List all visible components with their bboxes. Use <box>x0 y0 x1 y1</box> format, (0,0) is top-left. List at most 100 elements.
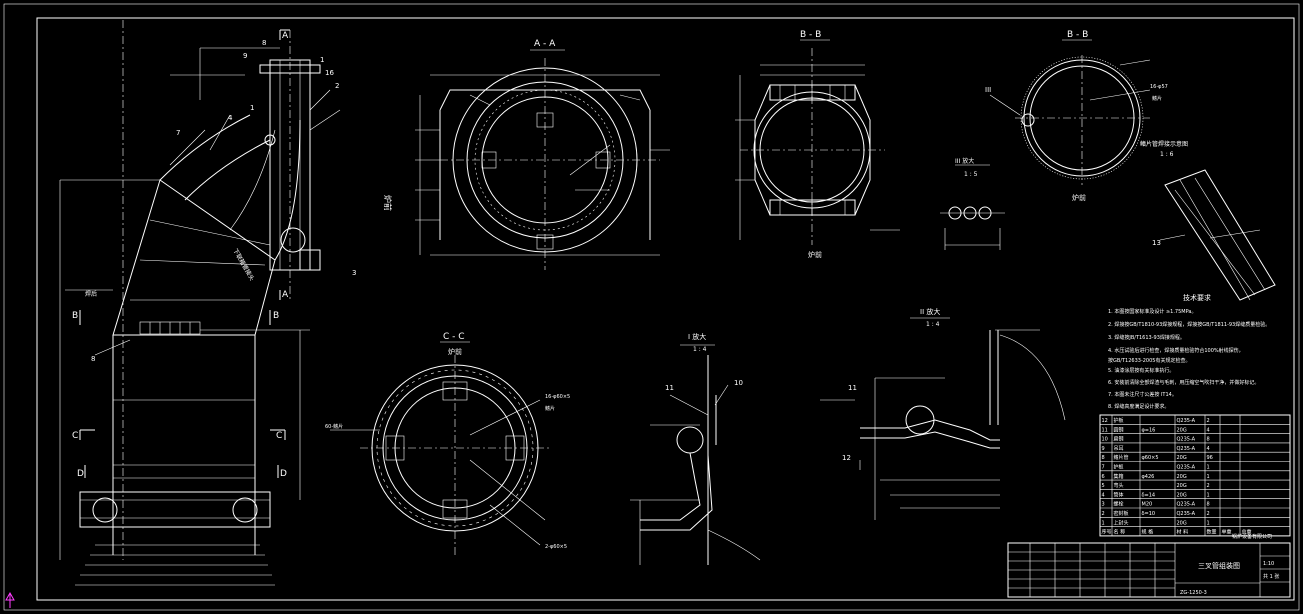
parts-table-cell: 20G <box>1177 427 1187 433</box>
detail-ii-view: 11 12 <box>820 317 1066 520</box>
svg-text:11: 11 <box>848 384 857 392</box>
detail-i-view: 11 10 <box>630 344 761 565</box>
parts-table-cell: 20G <box>1177 455 1187 461</box>
parts-table-cell: 弯头 <box>1114 482 1124 489</box>
parts-table-cell: 2 <box>1207 511 1210 517</box>
parts-table-cell: 吊耳 <box>1114 446 1124 452</box>
inner-frame <box>36 17 1295 601</box>
tech-req-item: 3. 焊缝按JB/T1613-93焊接规程。 <box>1108 334 1185 341</box>
parts-table-cell: 护板 <box>1114 464 1124 471</box>
cut-label-d-left: D <box>77 469 84 479</box>
title-block: 三叉管组装图 ZG-1250-3 1:10 共 1 张 锅炉设备有限公司 <box>1007 533 1291 598</box>
parts-table-cell: δ=10 <box>1142 511 1156 517</box>
parts-table-cell: 9 <box>1102 446 1105 452</box>
section-aa-view <box>415 49 670 270</box>
scale-ii: 1 : 4 <box>926 321 940 328</box>
parts-table-cell: 1 <box>1207 474 1210 480</box>
furnace-front-label-cc: 炉前 <box>448 347 462 356</box>
parts-table-cell: 2 <box>1207 483 1210 489</box>
scale-iv: 1 : 6 <box>1160 151 1174 158</box>
section-bb-view-1 <box>735 39 900 245</box>
svg-text:16-φ60×5: 16-φ60×5 <box>545 394 570 400</box>
parts-table-cell: 12 <box>1102 418 1108 424</box>
svg-text:鳍片: 鳍片 <box>1152 95 1162 102</box>
parts-table-cell: Q235-A <box>1177 465 1196 471</box>
svg-text:16-φ57: 16-φ57 <box>1150 84 1168 90</box>
parts-table-cell: 6 <box>1102 474 1105 480</box>
parts-table-cell: 20G <box>1177 483 1187 489</box>
drawing-scale: 1:10 <box>1263 561 1274 567</box>
scale-i: 1 : 4 <box>693 346 707 353</box>
parts-table-cell: 4 <box>1102 492 1105 498</box>
tech-req-item: 8. 焊缝高度满足设计要求。 <box>1108 403 1169 410</box>
tech-req-item: 5. 油漆涂层按有关标准执行。 <box>1108 367 1174 374</box>
svg-text:13: 13 <box>1152 239 1161 247</box>
parts-table-cell: 2 <box>1207 418 1210 424</box>
parts-table-cell: 4 <box>1207 446 1210 452</box>
parts-table-cell: Q235-A <box>1177 437 1196 443</box>
parts-table-cell: 2 <box>1102 511 1105 517</box>
svg-text:12: 12 <box>842 454 851 462</box>
parts-table-header: 数量 <box>1207 529 1217 536</box>
tech-req-item: 2. 焊接按GB/T1810-93焊接规程，焊接按GB/T1811-93焊缝质量… <box>1108 321 1270 328</box>
section-cc-view: 16-φ60×5 鳍片 2-φ60×5 60-鳍片 <box>325 341 570 555</box>
parts-table-cell: 10 <box>1102 437 1108 443</box>
parts-table-cell: 扁钢 <box>1114 436 1124 443</box>
fin-plate-view: 13 <box>1152 169 1276 301</box>
parts-table-cell: 96 <box>1207 455 1213 461</box>
outer-frame <box>3 3 1300 611</box>
company-name: 锅炉设备有限公司 <box>1232 533 1272 540</box>
parts-table-cell: 4 <box>1207 427 1210 433</box>
furnace-front-label-aa: 炉前 <box>383 195 393 211</box>
svg-text:7: 7 <box>176 129 180 137</box>
section-bb-title-2: B - B <box>1067 30 1088 40</box>
detail-ii-title: II 放大 <box>920 307 940 316</box>
svg-text:8: 8 <box>91 355 95 363</box>
tech-requirements: 技术要求 1. 本图按国家标准及设计 ≥1.75MPa。 2. 焊接按GB/T1… <box>1108 293 1270 410</box>
parts-table-cell: 1 <box>1207 465 1210 471</box>
parts-table-cell: 1 <box>1207 520 1210 526</box>
tech-req-title: 技术要求 <box>1183 293 1211 302</box>
cut-label-a-top: A <box>282 31 289 41</box>
scale-iii: 1 : 5 <box>964 171 978 178</box>
cut-label-b-right: B <box>273 311 279 321</box>
parts-table-cell: M20 <box>1142 502 1153 508</box>
parts-table-header: 名 称 <box>1114 529 1126 536</box>
tech-req-item: 7. 本图未注尺寸公差按 IT14。 <box>1108 391 1177 398</box>
parts-table-cell: 圆钢 <box>1114 426 1124 433</box>
section-bb-view-2: III 16-φ57 鳍片 <box>985 39 1168 185</box>
drawing-title: 三叉管组装图 <box>1198 561 1240 570</box>
parts-table-cell: Q235-A <box>1177 418 1196 424</box>
parts-table-cell: φ60×5 <box>1142 455 1159 461</box>
parts-table-cell: 筒体 <box>1114 491 1124 498</box>
parts-table-cell: Q235-A <box>1177 502 1196 508</box>
svg-text:8: 8 <box>262 39 266 47</box>
parts-table-cell: 1 <box>1102 520 1105 526</box>
drawing-sheet: 共 1 张 <box>1263 573 1279 580</box>
fin-label: 鳍片管焊接示意图 <box>1140 140 1188 148</box>
parts-table-cell: 11 <box>1102 427 1108 433</box>
parts-table-cell: 20G <box>1177 520 1187 526</box>
parts-table-cell: 7 <box>1102 465 1105 471</box>
svg-text:4: 4 <box>228 114 233 122</box>
parts-table-cell: Q235-A <box>1177 446 1196 452</box>
tech-req-item: 6. 安装前清除全部焊渣与毛刺，用压缩空气吹扫干净，并做好标记。 <box>1108 379 1259 386</box>
furnace-front-label-bb: 炉前 <box>808 250 822 259</box>
parts-table-cell: 8 <box>1102 455 1105 461</box>
section-bb-title-1: B - B <box>800 30 821 40</box>
parts-table-cell: φ=16 <box>1142 427 1156 433</box>
svg-text:10: 10 <box>734 379 743 387</box>
svg-text:2-φ60×5: 2-φ60×5 <box>545 544 567 550</box>
svg-text:60-鳍片: 60-鳍片 <box>325 423 343 430</box>
cut-label-b-left: B <box>72 311 78 321</box>
svg-text:3: 3 <box>352 269 356 277</box>
parts-table-cell: 8 <box>1207 437 1210 443</box>
detail-i-title: I 放大 <box>688 332 706 341</box>
svg-text:1: 1 <box>320 56 324 64</box>
tech-req-item: 4. 水压试验后进行检查，焊接质量检验符合100%射线探伤， <box>1108 347 1244 354</box>
parts-table-cell: 鳍片管 <box>1114 454 1129 461</box>
cut-label-c-right: C <box>276 431 282 441</box>
parts-table-cell: 20G <box>1177 492 1187 498</box>
